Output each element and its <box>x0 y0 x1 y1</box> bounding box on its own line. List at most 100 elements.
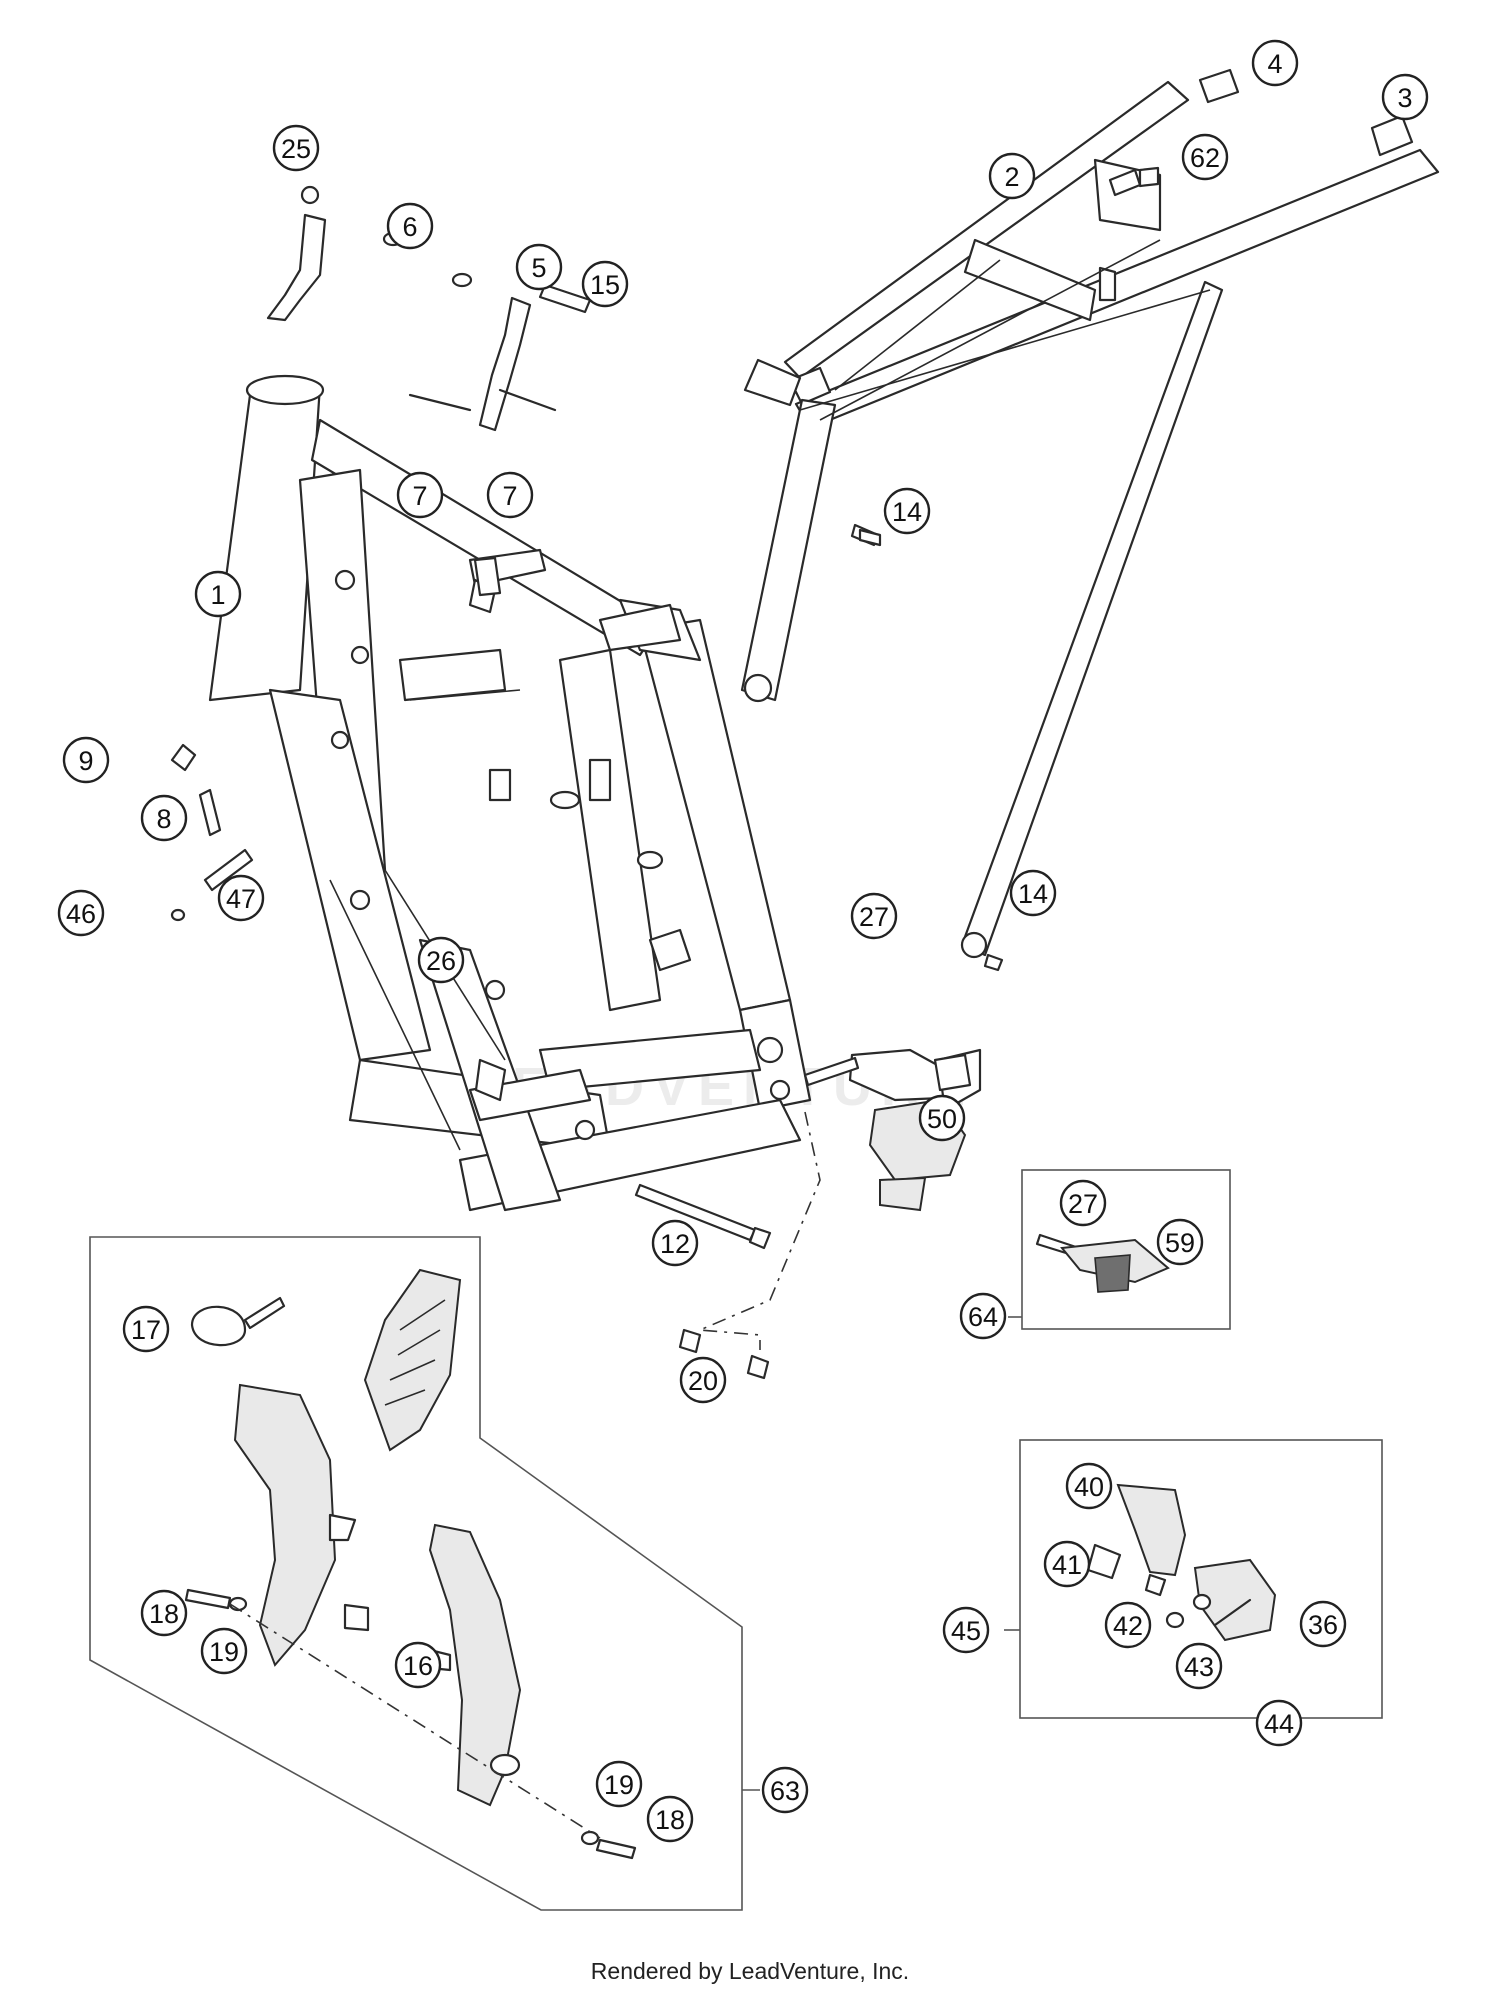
callout-40: 40 <box>1065 1462 1113 1510</box>
callout-label: 59 <box>1165 1228 1195 1258</box>
callout-circle <box>918 1094 966 1142</box>
callout-circle <box>942 1606 990 1654</box>
callout-36: 36 <box>1299 1600 1347 1648</box>
callout-label: 47 <box>226 884 256 914</box>
callout-label: 45 <box>951 1616 981 1646</box>
callout-circle <box>515 243 563 291</box>
callout-50: 50 <box>918 1094 966 1142</box>
callout-label: 17 <box>131 1315 161 1345</box>
bolt-12 <box>634 1183 772 1250</box>
callout-label: 25 <box>281 134 311 164</box>
footer-credit: Rendered by LeadVenture, Inc. <box>590 1958 910 1984</box>
nuts-20 <box>678 1328 770 1380</box>
kit-64-parts <box>1035 1233 1170 1293</box>
upper-brackets <box>266 168 1142 547</box>
callout-7: 7 <box>486 471 534 519</box>
callout-circle <box>272 124 320 172</box>
callout-circle <box>396 471 444 519</box>
callout-63: 63 <box>761 1766 809 1814</box>
callout-label: 3 <box>1397 83 1412 113</box>
callout-label: 40 <box>1074 1472 1104 1502</box>
callout-label: 26 <box>426 946 456 976</box>
callout-7: 7 <box>396 471 444 519</box>
callout-label: 46 <box>66 899 96 929</box>
callout-label: 41 <box>1052 1550 1082 1580</box>
callout-18: 18 <box>140 1589 188 1637</box>
callout-label: 1 <box>210 580 225 610</box>
callout-circle <box>988 152 1036 200</box>
callout-circle <box>850 892 898 940</box>
callout-circle <box>62 736 110 784</box>
callout-circle <box>1104 1601 1152 1649</box>
callout-27: 27 <box>850 892 898 940</box>
callout-64: 64 <box>959 1292 1007 1340</box>
callout-circle <box>394 1641 442 1689</box>
footpeg-parts <box>1086 1483 1277 1642</box>
callout-label: 62 <box>1190 143 1220 173</box>
callout-circle <box>122 1305 170 1353</box>
callout-circle <box>581 260 629 308</box>
callout-label: 14 <box>1018 879 1048 909</box>
callout-label: 4 <box>1267 49 1282 79</box>
callout-14: 14 <box>1009 869 1057 917</box>
callout-circle <box>140 794 188 842</box>
callout-43: 43 <box>1175 1642 1223 1690</box>
callout-circle <box>57 889 105 937</box>
callout-circle <box>194 570 242 618</box>
callout-label: 8 <box>156 804 171 834</box>
callout-circle <box>200 1627 248 1675</box>
callout-45: 45 <box>942 1606 990 1654</box>
callout-circle <box>1255 1699 1303 1747</box>
callout-14: 14 <box>883 487 931 535</box>
kit-63-outline <box>89 1236 760 1911</box>
callout-27: 27 <box>1059 1179 1107 1227</box>
callout-label: 44 <box>1264 1709 1294 1739</box>
callout-circle <box>959 1292 1007 1340</box>
callout-2: 2 <box>988 152 1036 200</box>
callout-circle <box>761 1766 809 1814</box>
callout-circle <box>679 1356 727 1404</box>
callout-59: 59 <box>1156 1218 1204 1266</box>
callout-circle <box>417 936 465 984</box>
callout-18: 18 <box>646 1795 694 1843</box>
callout-label: 64 <box>968 1302 998 1332</box>
callout-16: 16 <box>394 1641 442 1689</box>
callout-label: 7 <box>412 481 427 511</box>
frame-protectors <box>184 1268 637 1860</box>
callout-circle <box>1175 1642 1223 1690</box>
callout-circle <box>883 487 931 535</box>
callout-47: 47 <box>217 874 265 922</box>
callout-label: 43 <box>1184 1652 1214 1682</box>
main-frame-part <box>208 374 812 1212</box>
left-hardware <box>170 743 254 922</box>
callout-circle <box>646 1795 694 1843</box>
callout-label: 12 <box>660 1229 690 1259</box>
callout-label: 15 <box>590 270 620 300</box>
callout-6: 6 <box>386 202 434 250</box>
callout-19: 19 <box>595 1760 643 1808</box>
callout-19: 19 <box>200 1627 248 1675</box>
callout-circle <box>1009 869 1057 917</box>
callout-circle <box>486 471 534 519</box>
callout-label: 5 <box>531 253 546 283</box>
callout-circle <box>140 1589 188 1637</box>
callout-8: 8 <box>140 794 188 842</box>
callout-label: 50 <box>927 1104 957 1134</box>
callout-label: 6 <box>402 212 417 242</box>
callout-4: 4 <box>1251 39 1299 87</box>
callout-label: 16 <box>403 1651 433 1681</box>
callout-label: 27 <box>859 902 889 932</box>
callout-label: 18 <box>655 1805 685 1835</box>
kit-45-box <box>1019 1439 1383 1719</box>
callout-label: 2 <box>1004 162 1019 192</box>
callout-label: 7 <box>502 481 517 511</box>
callout-25: 25 <box>272 124 320 172</box>
callout-label: 27 <box>1068 1189 1098 1219</box>
callout-5: 5 <box>515 243 563 291</box>
callout-circle <box>1251 39 1299 87</box>
callout-44: 44 <box>1255 1699 1303 1747</box>
callout-20: 20 <box>679 1356 727 1404</box>
callout-42: 42 <box>1104 1601 1152 1649</box>
